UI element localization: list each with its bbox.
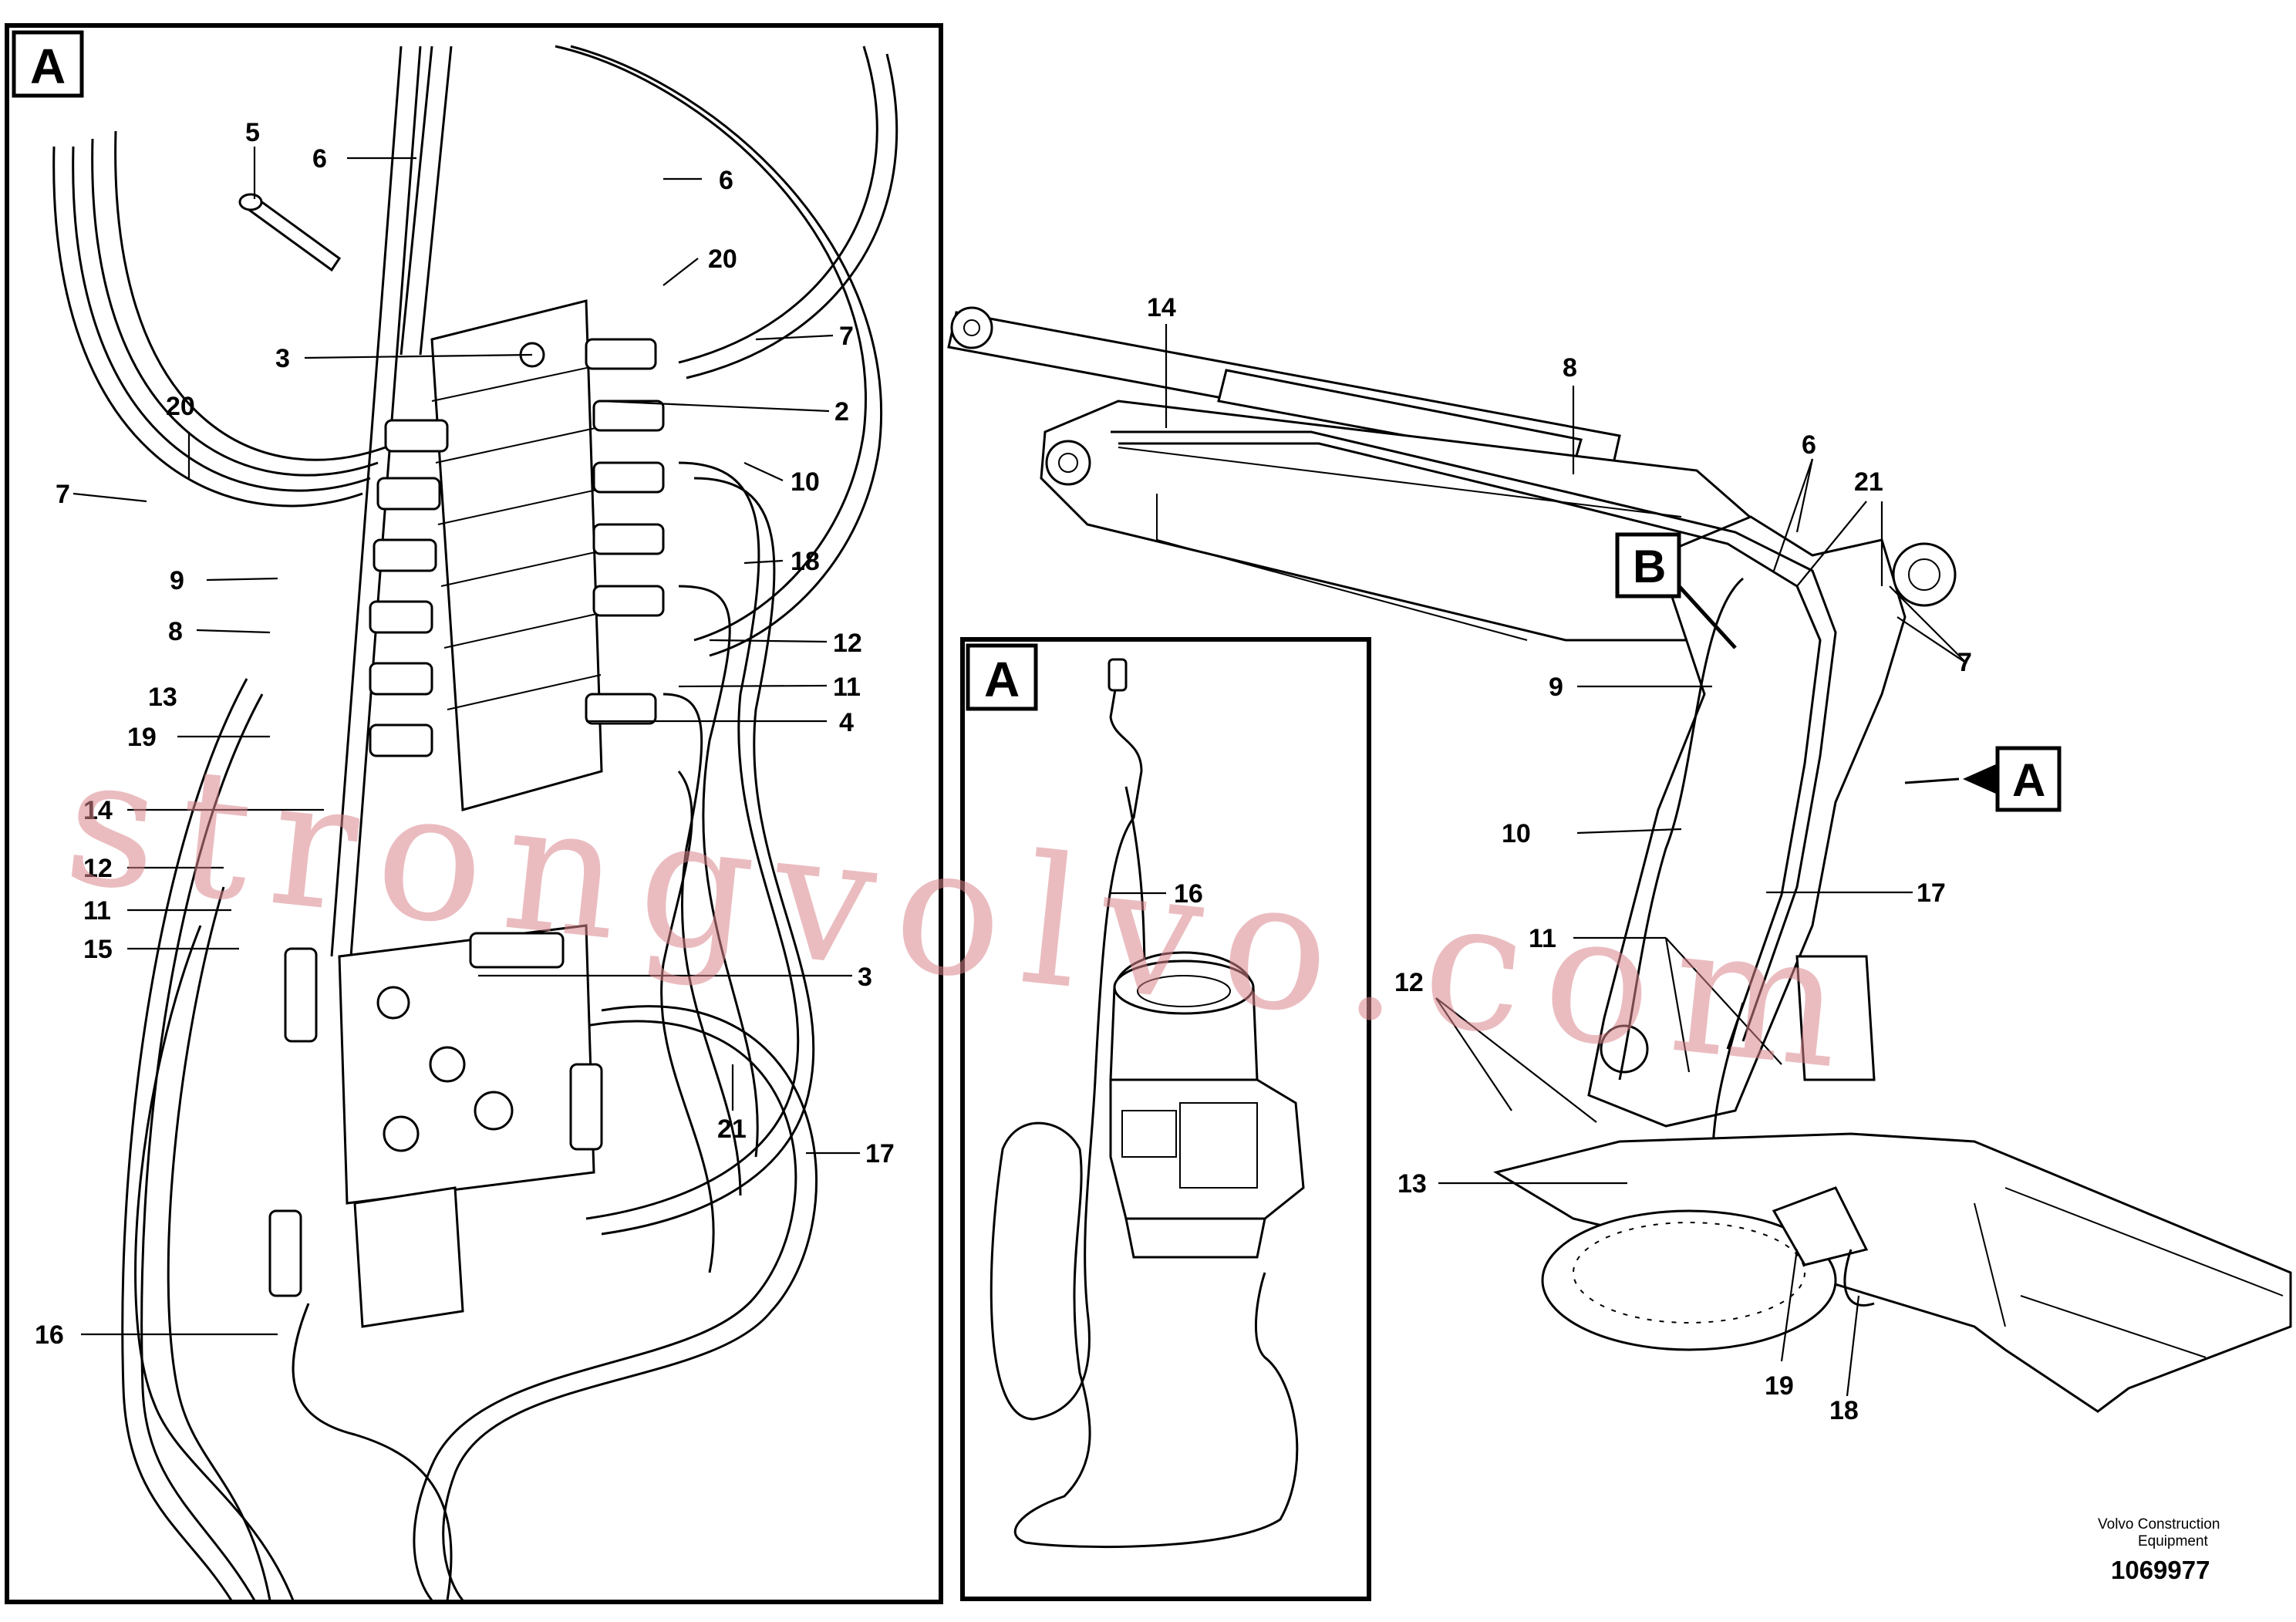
callout-9: 9 (1549, 673, 1563, 702)
callout-8: 8 (168, 617, 183, 646)
boom-drawing (947, 306, 2292, 1413)
reference-b-letter: B (1633, 541, 1666, 592)
inset-a-letter: A (984, 652, 1020, 707)
callout-17: 17 (865, 1139, 895, 1168)
boom-overview: B A (947, 293, 2292, 1425)
callout-15: 15 (83, 935, 113, 964)
callout-16: 16 (35, 1320, 64, 1350)
reference-a-box (1995, 746, 2062, 812)
callout-13: 13 (148, 683, 177, 712)
callout-7: 7 (839, 322, 854, 351)
overview-callouts: 14 8 6 21 7 9 10 17 11 12 13 19 18 (1147, 293, 1972, 1425)
inset-a-frame (960, 637, 1371, 1601)
callout-18: 18 (1829, 1396, 1859, 1425)
callout-12: 12 (83, 854, 113, 883)
callout-5: 5 (245, 118, 260, 147)
callout-10: 10 (1502, 819, 1531, 848)
callout-12: 12 (1394, 968, 1424, 997)
valve-fittings (369, 338, 665, 757)
drawing-footer: Volvo Construction Equipment 1069977 (2098, 1516, 2220, 1584)
callout-21: 21 (1854, 467, 1883, 497)
callout-18: 18 (791, 547, 820, 576)
callout-11: 11 (83, 896, 111, 926)
callout-6: 6 (719, 166, 733, 195)
detail-a-panel: 5 6 6 20 7 3 2 20 7 10 18 9 8 12 13 11 4… (5, 23, 943, 1604)
callout-8: 8 (1563, 353, 1577, 383)
callout-17: 17 (1917, 878, 1946, 908)
callout-20: 20 (166, 392, 195, 421)
callout-13: 13 (1397, 1169, 1427, 1199)
callout-6: 6 (1802, 430, 1816, 460)
callout-11: 11 (833, 673, 861, 702)
reference-a-letter: A (2012, 754, 2045, 806)
pump-drawing (990, 658, 1305, 1549)
detail-a-leaders (72, 147, 860, 1336)
reference-a-arrow (1963, 764, 1998, 794)
company-name-line1: Volvo Construction (2098, 1516, 2220, 1533)
callout-21: 21 (717, 1114, 747, 1144)
callout-14: 14 (83, 796, 113, 825)
callout-19: 19 (1765, 1371, 1794, 1401)
callout-2: 2 (834, 397, 849, 427)
callout-7: 7 (1957, 648, 1972, 677)
callout-20: 20 (708, 244, 737, 274)
callout-14: 14 (1147, 293, 1176, 322)
detail-a-callouts: 5 6 6 20 7 3 2 20 7 10 18 9 8 12 13 11 4… (35, 118, 895, 1350)
callout-16: 16 (1174, 879, 1203, 909)
detail-a-frame (5, 23, 943, 1604)
detail-a-letter-box (12, 30, 84, 98)
callout-6: 6 (312, 144, 327, 174)
callout-4: 4 (839, 708, 854, 737)
callout-9: 9 (170, 566, 184, 595)
callout-19: 19 (127, 723, 157, 752)
callout-3: 3 (858, 963, 872, 992)
reference-b-box (1615, 532, 1681, 599)
callout-7: 7 (56, 480, 70, 509)
callout-11: 11 (1529, 924, 1556, 953)
inset-a-letter-box (966, 643, 1038, 711)
callout-3: 3 (275, 344, 290, 373)
detail-a-letter: A (30, 39, 66, 94)
company-name-line2: Equipment (2138, 1533, 2209, 1549)
callout-12: 12 (833, 629, 862, 658)
callout-10: 10 (791, 467, 820, 497)
drawing-number: 1069977 (2111, 1556, 2210, 1584)
overview-leaders (1165, 324, 1967, 1397)
hose-bundle-drawing (50, 45, 899, 1601)
inset-a-panel: 16 A (960, 637, 1371, 1601)
